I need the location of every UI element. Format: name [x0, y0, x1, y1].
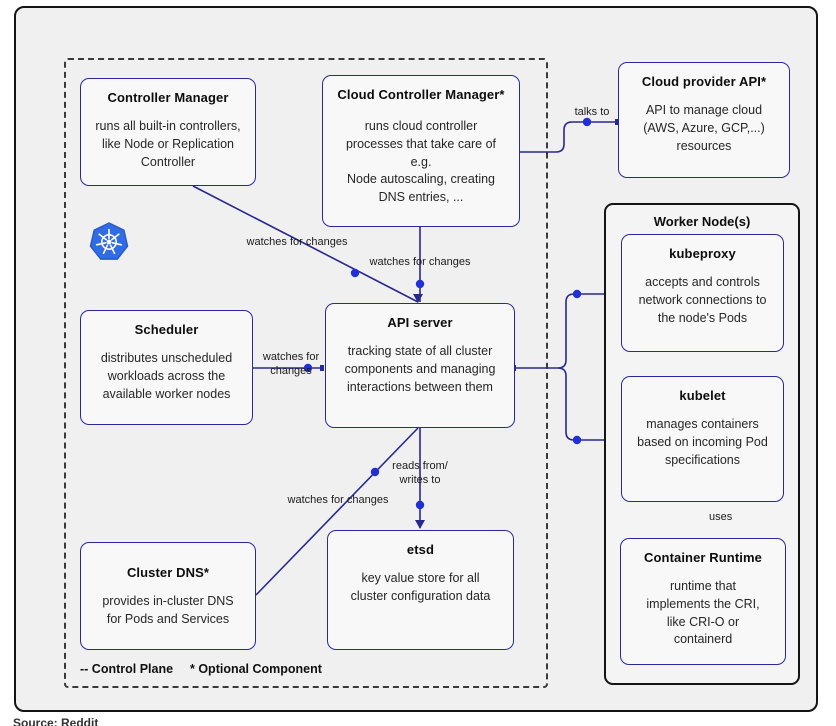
node-body: manages containers based on incoming Pod… — [637, 417, 768, 467]
legend-optional-component: * Optional Component — [190, 662, 322, 676]
node-kubeproxy: kubeproxy accepts and controls network c… — [621, 234, 784, 352]
node-body: key value store for all cluster configur… — [350, 571, 491, 603]
edge-label-watches-ccm: watches for changes — [369, 256, 471, 268]
node-body: API to manage cloud (AWS, Azure, GCP,...… — [643, 103, 765, 153]
node-cloud-controller-manager: Cloud Controller Manager* runs cloud con… — [322, 75, 520, 227]
node-body: tracking state of all cluster components… — [344, 344, 496, 394]
edge-label-watches-cm: watches for changes — [246, 236, 348, 248]
edge-label-watches-dns: watches for changes — [287, 494, 389, 506]
node-container-runtime: Container Runtime runtime that implement… — [620, 538, 786, 665]
node-title: Scheduler — [134, 322, 199, 337]
node-title: kubeproxy — [669, 246, 736, 261]
node-title: API server — [387, 315, 453, 330]
edge-branch-to-kubelet — [557, 367, 617, 441]
kubernetes-logo-icon — [89, 222, 129, 260]
node-title: Container Runtime — [644, 550, 762, 565]
node-cloud-provider-api: Cloud provider API* API to manage cloud … — [618, 62, 790, 178]
node-body: runtime that implements the CRI, like CR… — [646, 579, 760, 647]
edge-label-watches-scheduler: watches for changes — [262, 351, 320, 378]
node-api-server: API server tracking state of all cluster… — [325, 303, 515, 428]
node-controller-manager: Controller Manager runs all built-in con… — [80, 78, 256, 186]
worker-node-title: Worker Node(s) — [653, 214, 751, 229]
node-title: Cloud Controller Manager* — [337, 87, 505, 102]
edge-branch-to-kubeproxy — [557, 293, 617, 369]
node-title: Cluster DNS* — [126, 565, 210, 580]
source-caption: Source: Reddit — [13, 716, 99, 726]
edge-apiserver-to-clusterdns — [255, 427, 419, 596]
node-body: runs cloud controller processes that tak… — [345, 119, 497, 204]
node-title: etsd — [406, 542, 435, 557]
node-body: distributes unscheduled workloads across… — [100, 351, 233, 401]
node-scheduler: Scheduler distributes unscheduled worklo… — [80, 310, 253, 425]
worker-node-group: Worker Node(s) kubeproxy accepts and con… — [604, 203, 800, 685]
node-title: Controller Manager — [107, 90, 229, 105]
node-cluster-dns: Cluster DNS* provides in-cluster DNS for… — [80, 542, 256, 650]
node-title: kubelet — [679, 388, 726, 403]
node-body: provides in-cluster DNS for Pods and Ser… — [102, 594, 234, 626]
node-title: Cloud provider API* — [641, 74, 767, 89]
node-kubelet: kubelet manages containers based on inco… — [621, 376, 784, 502]
control-plane-boundary — [64, 58, 548, 688]
edge-label-talks-to: talks to — [574, 106, 610, 118]
node-body: runs all built-in controllers, like Node… — [95, 119, 241, 169]
edge-label-uses: uses — [709, 511, 733, 523]
edge-label-reads-writes: reads from/ writes to — [392, 460, 448, 487]
edge-ccm-to-cloudapi — [520, 121, 617, 153]
legend-control-plane: -- Control Plane — [80, 662, 174, 676]
node-body: accepts and controls network connections… — [638, 275, 767, 325]
node-etsd: etsd key value store for all cluster con… — [327, 530, 514, 650]
edge-cm-to-apiserver — [192, 185, 419, 303]
